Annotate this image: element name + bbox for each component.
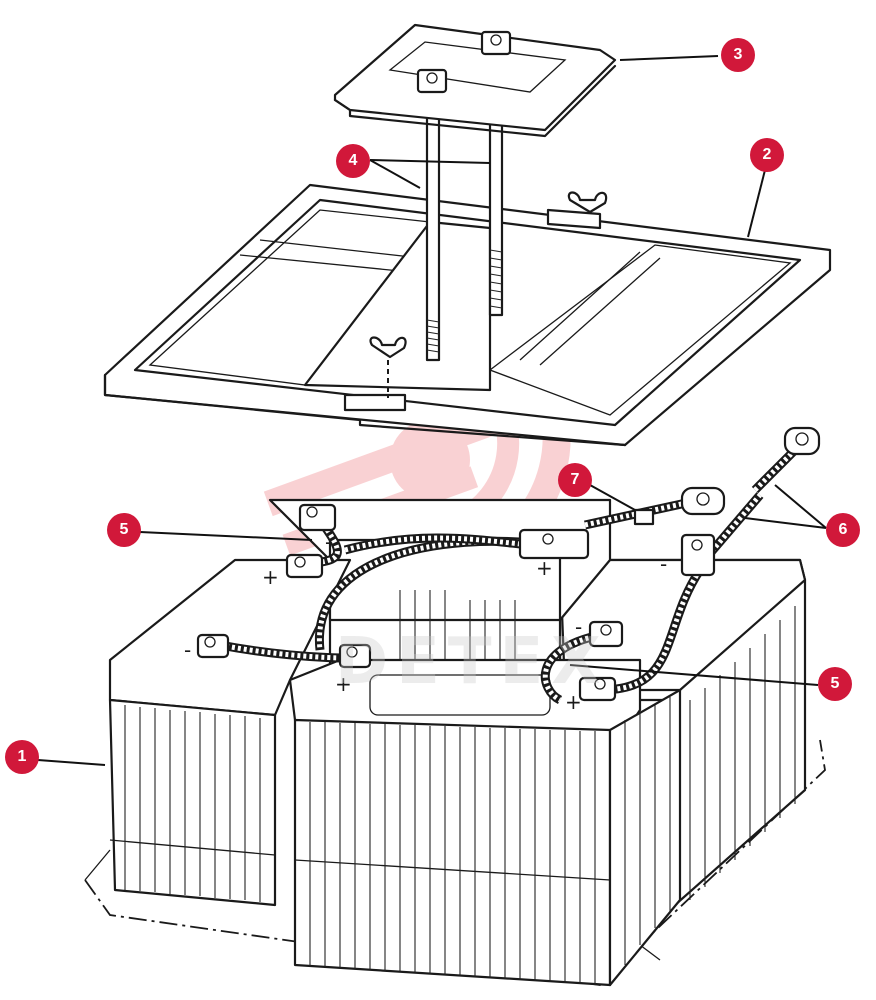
battery-back-right xyxy=(558,558,807,907)
wing-nuts xyxy=(369,191,608,398)
top-clamp-plate xyxy=(333,23,617,138)
callout-4: 4 xyxy=(336,144,370,178)
battery-front-center xyxy=(288,658,682,987)
terminal-sign-plus: + xyxy=(335,672,352,696)
terminal-sign-minus: - xyxy=(325,530,333,554)
terminal-sign-plus: + xyxy=(262,565,279,589)
callout-6: 6 xyxy=(826,513,860,547)
watermark-text: DETEX xyxy=(335,625,609,699)
callout-2: 2 xyxy=(750,138,784,172)
callout-5: 5 xyxy=(107,513,141,547)
callout-5: 5 xyxy=(818,667,852,701)
terminal-sign-minus: - xyxy=(575,615,583,639)
callout-3: 3 xyxy=(721,38,755,72)
hold-down-frame xyxy=(103,183,832,447)
terminal-clamps xyxy=(196,426,821,702)
callout-leaders xyxy=(37,55,827,766)
terminal-sign-plus: + xyxy=(536,556,553,580)
battery-front-left xyxy=(108,558,352,907)
callout-7: 7 xyxy=(558,463,592,497)
callout-1: 1 xyxy=(5,740,39,774)
terminal-sign-minus: - xyxy=(660,552,668,576)
terminal-sign-plus: + xyxy=(565,690,582,714)
terminal-sign-minus: - xyxy=(184,638,192,662)
